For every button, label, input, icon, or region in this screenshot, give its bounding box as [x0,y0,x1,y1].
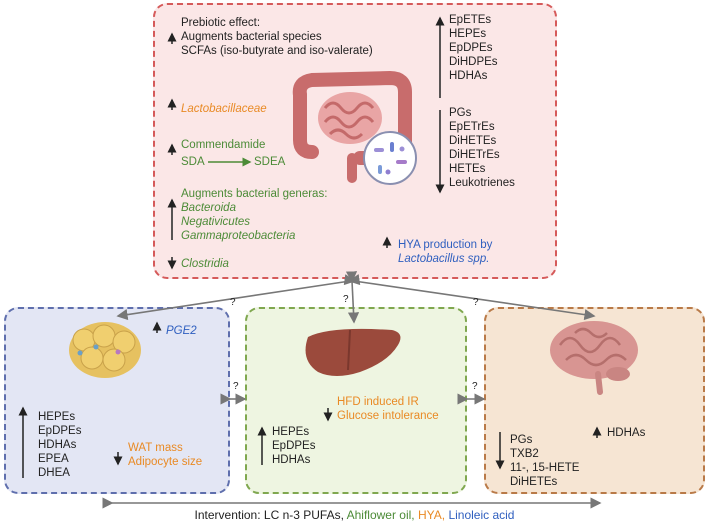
adipocyte-size-label: Adipocyte size [128,456,203,468]
genus-item: Bacteroida [181,202,236,214]
linoleic-label: Linoleic acid [448,508,515,522]
gut-down-item: Leukotrienes [449,177,515,189]
question-mark: ? [233,381,239,392]
pge2-label: PGE2 [166,325,197,337]
adipose-up-item: EpDPEs [38,425,82,437]
gut-down-item: DiHETEs [449,135,497,147]
wat-mass-label: WAT mass [128,442,183,454]
gut-up-item: EpETEs [449,14,492,26]
brain-down-item: DiHETEs [510,476,558,488]
adipose-up-item: HDHAs [38,439,77,451]
question-mark: ? [230,297,236,308]
gut-up-item: DiHDPEs [449,56,498,68]
brain-panel [484,307,705,494]
clostridia-label: Clostridia [181,258,229,270]
gut-up-item: HDHAs [449,70,488,82]
hya-line1: HYA production by [398,239,493,251]
glucose-intolerance-label: Glucose intolerance [337,410,439,422]
intervention-label: Intervention: LC n-3 PUFAs, [194,508,344,522]
liver-up-item: EpDPEs [272,440,316,452]
sda-label: SDA [181,156,205,168]
gut-down-item: EpETrEs [449,121,495,133]
ahiflower-label: Ahiflower oil, [346,508,415,522]
brain-down-item: 11-, 15-HETE [510,462,580,474]
hya-label: HYA, [417,508,446,522]
adipose-up-item: EPEA [38,453,69,465]
hfd-ir-label: HFD induced IR [337,396,419,408]
prebiotic-line2: SCFAs (iso-butyrate and iso-valerate) [181,45,373,57]
hya-line2: Lactobacillus spp. [398,253,490,265]
prebiotic-line1: Augments bacterial species [181,31,322,43]
liver-up-item: HEPEs [272,426,310,438]
genus-item: Negativicutes [181,216,251,228]
lactobacillaceae-label: Lactobacillaceae [181,103,267,115]
adipose-up-item: HEPEs [38,411,76,423]
commendamide-label: Commendamide [181,139,266,151]
adipose-up-item: DHEA [38,467,70,479]
question-mark: ? [472,381,478,392]
genera-title: Augments bacterial generas: [181,188,328,200]
genus-item: Gammaproteobacteria [181,230,296,242]
gut-down-item: DiHETrEs [449,149,500,161]
intervention-line: Intervention: LC n-3 PUFAs, Ahiflower oi… [0,508,709,522]
gut-up-item: EpDPEs [449,42,493,54]
sdea-label: SDEA [254,156,286,168]
brain-down-item: PGs [510,434,533,446]
brain-up-item: HDHAs [607,427,646,439]
gut-up-item: HEPEs [449,28,487,40]
question-mark: ? [473,297,479,308]
gut-down-item: HETEs [449,163,486,175]
question-mark: ? [343,294,349,305]
liver-up-item: HDHAs [272,454,311,466]
gut-down-item: PGs [449,107,472,119]
prebiotic-title: Prebiotic effect: [181,17,261,29]
brain-down-item: TXB2 [510,448,539,460]
